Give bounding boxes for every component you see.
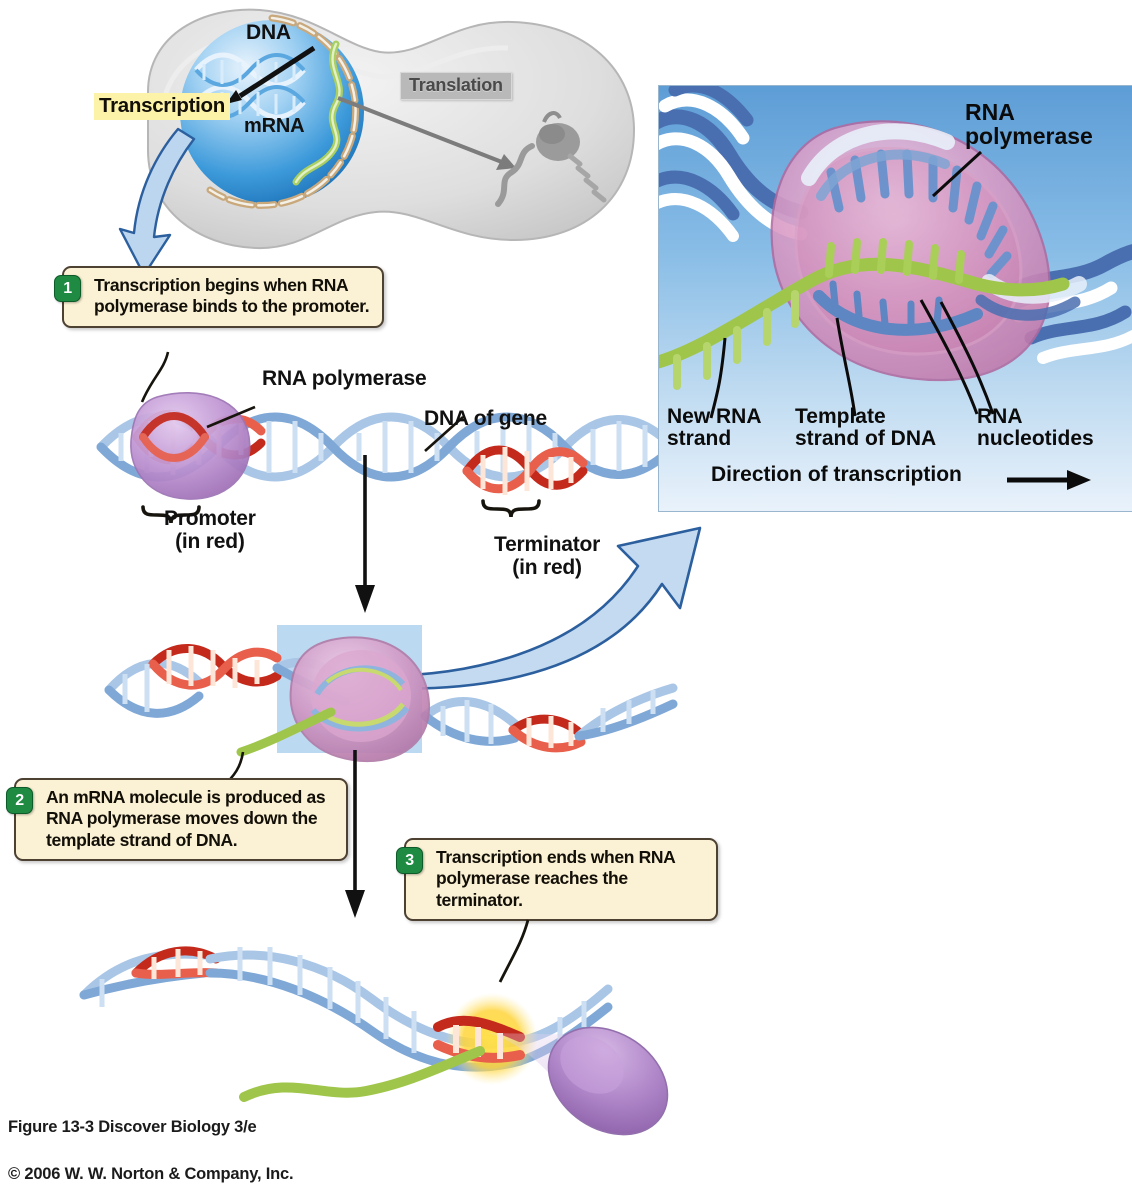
step-2-callout[interactable]: 2 An mRNA molecule is produced as RNA po… [6, 778, 348, 862]
step-1-badge: 1 [54, 275, 81, 302]
inset-new-rna-strand-label: New RNA strand [667, 405, 762, 451]
caption-line-2: © 2006 W. W. Norton & Company, Inc. [8, 1164, 294, 1183]
inset-rna-polymerase-label: RNA polymerase [965, 99, 1093, 150]
promoter-label: Promoter (in red) [164, 507, 256, 553]
stage1-dna-illustration [96, 392, 674, 524]
caption-line-1: Figure 13-3 Discover Biology 3/e [8, 1117, 257, 1136]
stage3-termination-illustration [79, 946, 669, 1136]
inset-template-strand-label: Template strand of DNA [795, 405, 937, 451]
step-3-callout[interactable]: 3 Transcription ends when RNA polymerase… [396, 838, 718, 922]
figure-caption: Figure 13-3 Discover Biology 3/e © 2006 … [8, 1092, 294, 1186]
step-2-badge: 2 [6, 787, 33, 814]
inset-rna-nucleotides-label: RNA nucleotides [977, 405, 1094, 451]
transcription-label: Transcription [94, 93, 230, 120]
stage2-transcription-illustration [104, 636, 678, 789]
flow-arrow-cell-to-step1 [118, 127, 196, 277]
step-3-badge: 3 [396, 847, 423, 874]
rna-polymerase-label: RNA polymerase [262, 367, 427, 390]
cell-overview-illustration [147, 8, 636, 250]
step-2-text: An mRNA molecule is produced as RNA poly… [46, 787, 326, 850]
step-1-pointer [140, 351, 170, 403]
terminator-label: Terminator (in red) [494, 533, 601, 579]
flow-arrow-stage2-to-stage3 [345, 750, 365, 918]
step-3-pointer [498, 919, 530, 983]
step-1-text: Transcription begins when RNA polymerase… [94, 275, 370, 317]
dna-label: DNA [246, 21, 291, 44]
step-1-callout[interactable]: 1 Transcription begins when RNA polymera… [54, 266, 384, 328]
flow-arrow-stage1-to-stage2 [355, 455, 375, 613]
inset-direction-label: Direction of transcription [711, 463, 962, 486]
translation-label: Translation [400, 72, 512, 100]
mrna-label: mRNA [244, 115, 305, 137]
dna-of-gene-label: DNA of gene [424, 407, 548, 430]
transcription-closeup-inset: RNA polymerase New RNA strand Template s… [658, 85, 1132, 512]
zoom-callout-arrow [376, 526, 702, 690]
step-3-text: Transcription ends when RNA polymerase r… [436, 847, 675, 910]
